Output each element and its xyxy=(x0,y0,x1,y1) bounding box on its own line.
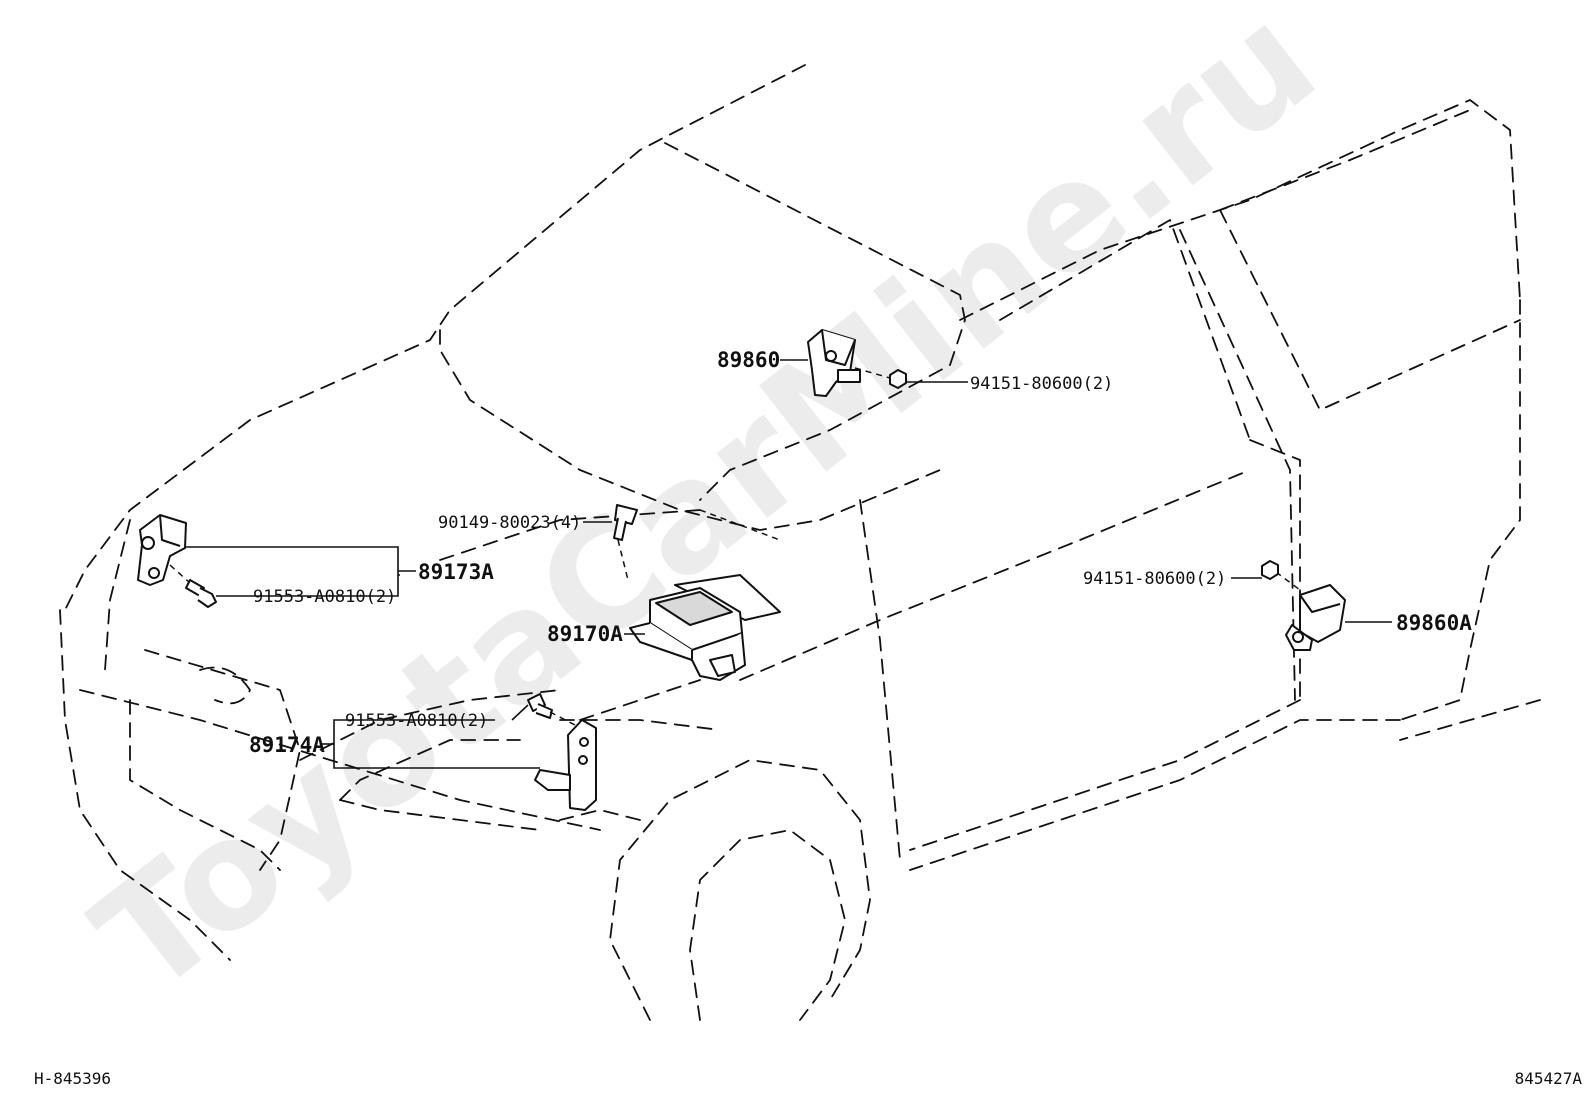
leader-lines xyxy=(186,359,1392,769)
part-89170A xyxy=(629,509,781,681)
label-91553-A0810-a: 91553-A0810(2) xyxy=(253,587,396,607)
part-89860A xyxy=(1275,571,1346,651)
label-94151-80600-b: 94151-80600(2) xyxy=(1083,569,1226,589)
part-89860 xyxy=(807,329,891,397)
bolt-91553-b xyxy=(527,693,576,726)
label-91553-A0810-b: 91553-A0810(2) xyxy=(345,711,488,731)
bolt-94151-b xyxy=(1261,560,1279,580)
bolt-91553-a xyxy=(185,579,217,608)
label-90149-80023: 90149-80023(4) xyxy=(438,513,581,533)
label-89860: 89860 xyxy=(717,348,780,372)
label-89174A: 89174A xyxy=(249,733,325,757)
label-89170A: 89170A xyxy=(547,622,623,646)
corner-code-left: H-845396 xyxy=(34,1069,111,1088)
label-94151-80600-a: 94151-80600(2) xyxy=(970,374,1113,394)
corner-code-right: 845427A xyxy=(1515,1069,1583,1088)
car-outline xyxy=(59,64,1541,1021)
bolt-90149 xyxy=(613,504,638,581)
bolt-94151-a xyxy=(889,369,907,389)
part-89173A xyxy=(137,514,191,586)
part-89174A xyxy=(534,719,597,811)
label-89860A: 89860A xyxy=(1396,611,1472,635)
label-89173A: 89173A xyxy=(418,560,494,584)
